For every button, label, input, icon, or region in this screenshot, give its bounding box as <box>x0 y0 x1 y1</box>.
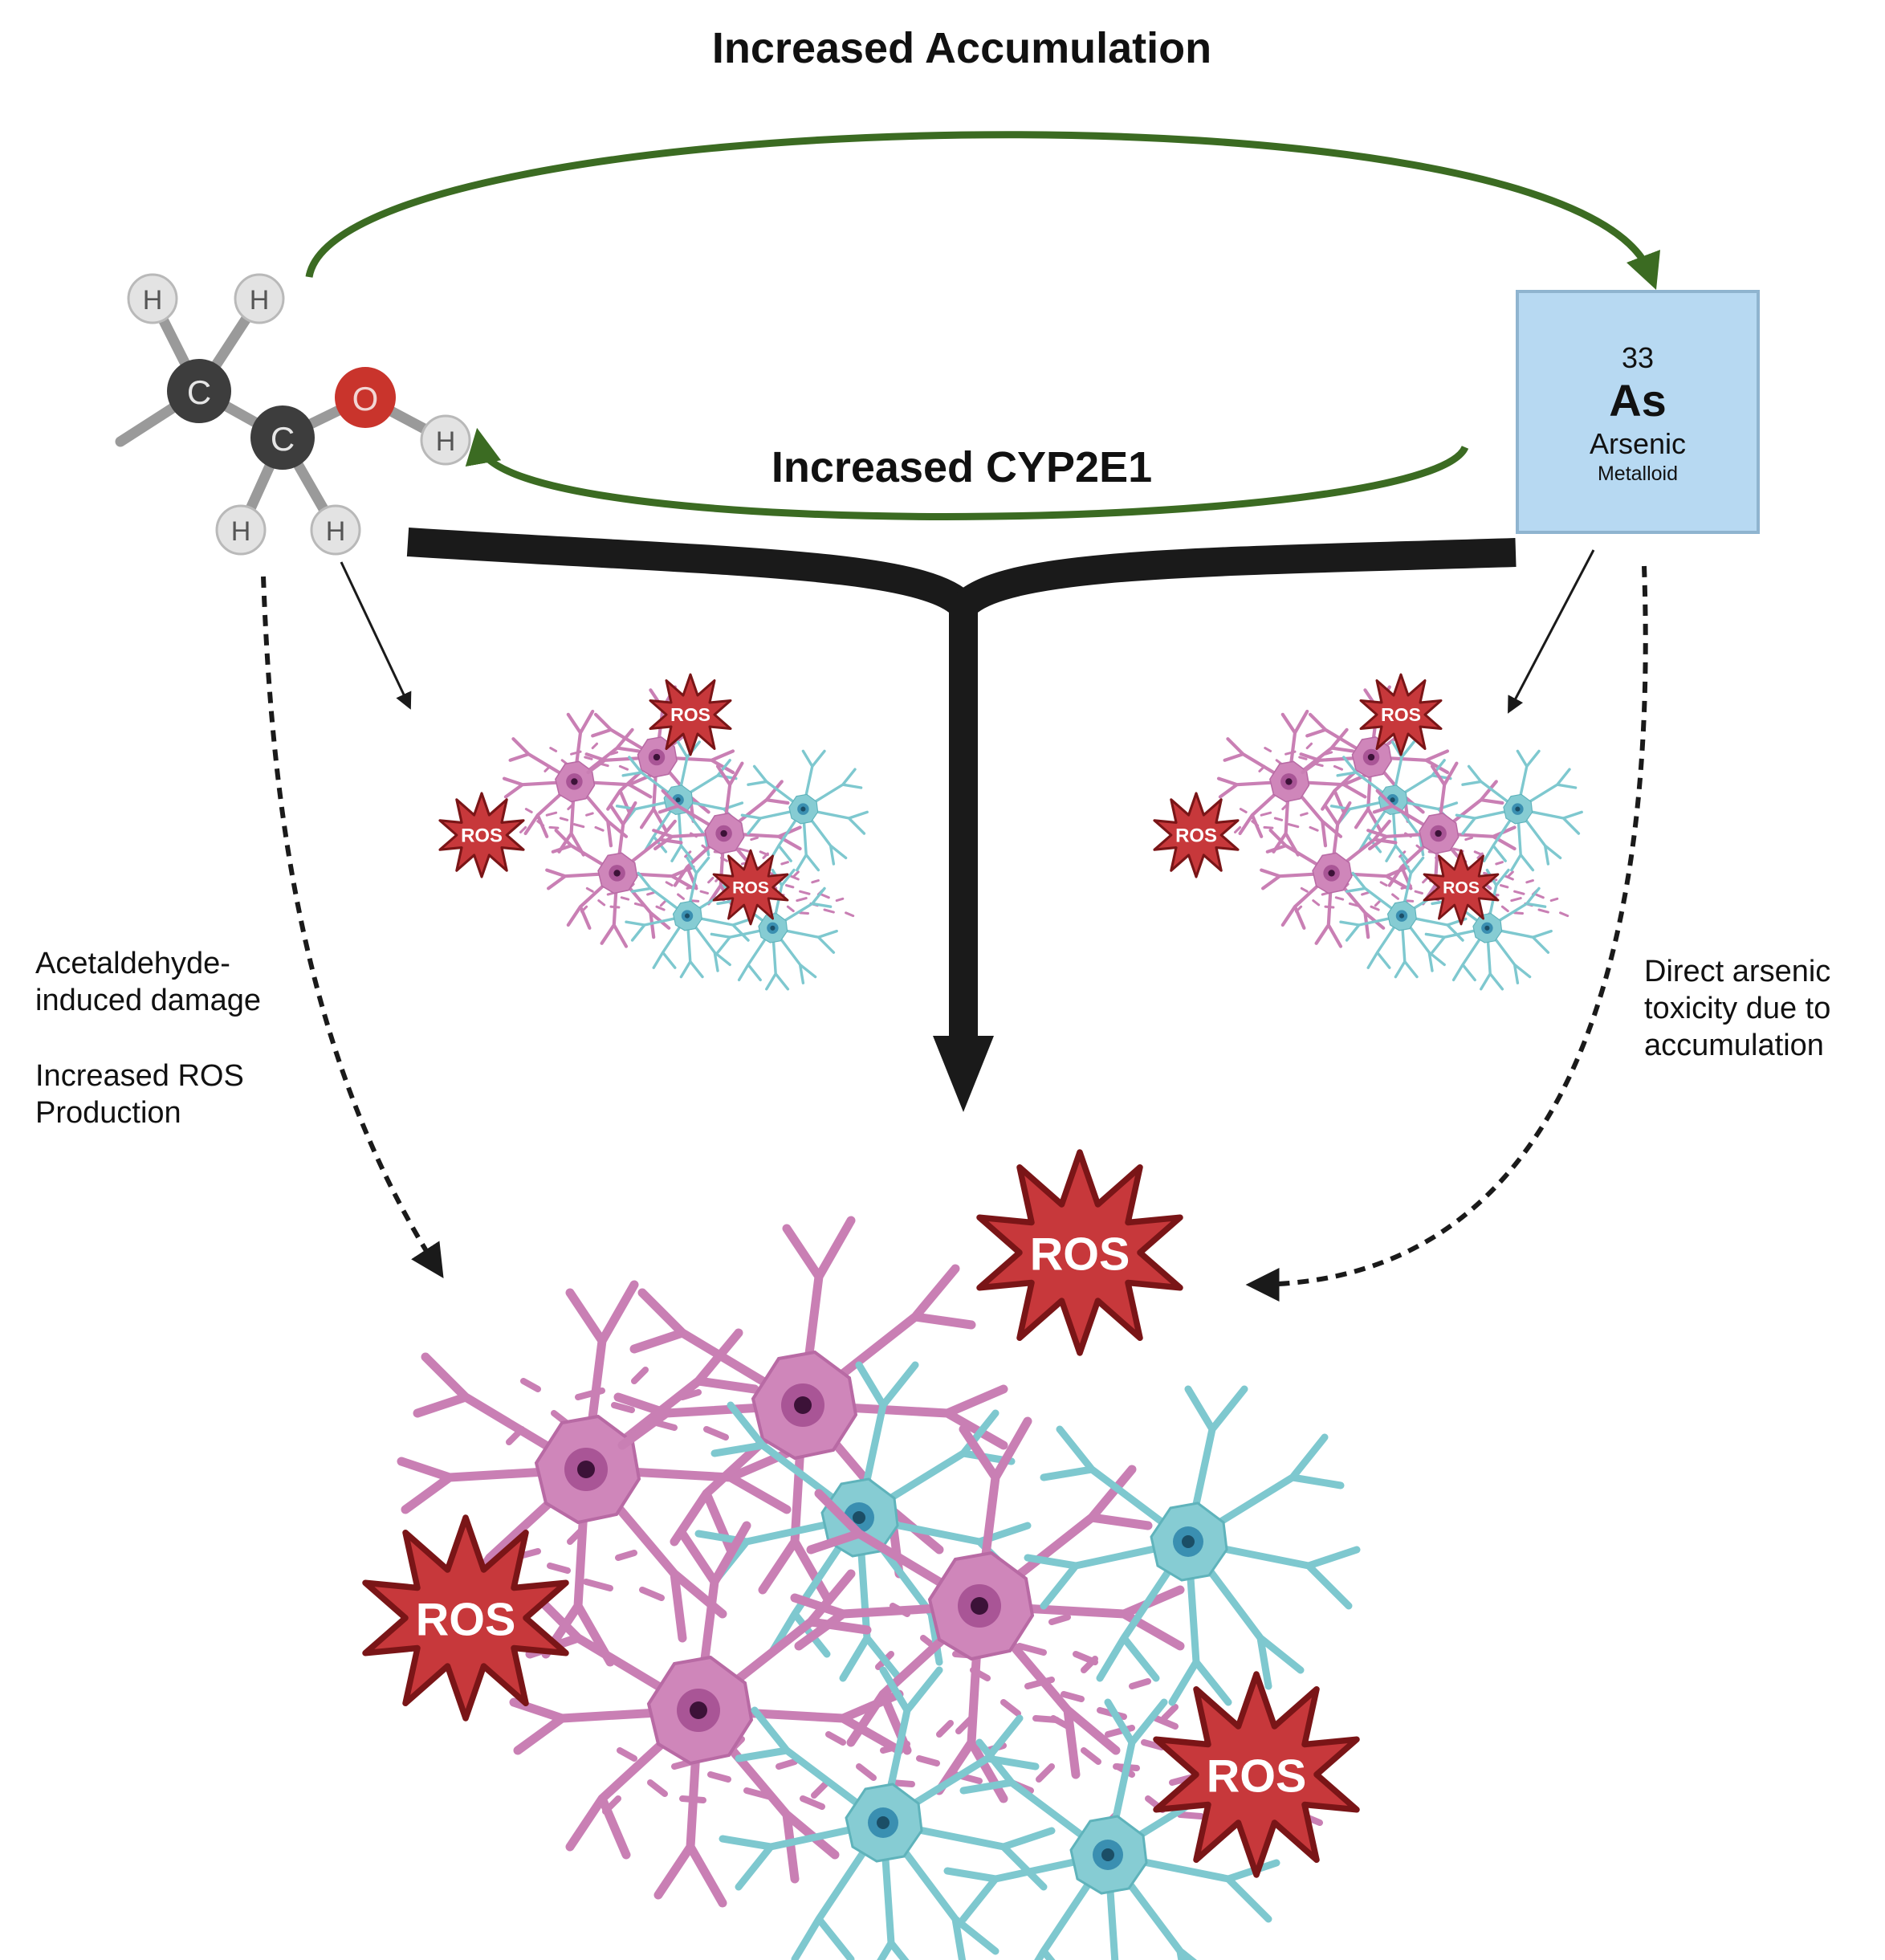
acetaldehyde-damage-note: Acetaldehyde- induced damage Increased R… <box>35 947 270 1130</box>
carbon-atom: C <box>167 359 231 423</box>
svg-text:ROS: ROS <box>1443 878 1480 897</box>
element-category: Metalloid <box>1598 462 1678 485</box>
element-name: Arsenic <box>1590 427 1686 460</box>
svg-text:ROS: ROS <box>1381 704 1421 725</box>
atomic-number: 33 <box>1622 341 1654 374</box>
increased-accumulation-arrow <box>305 131 1660 290</box>
carbon-atom: C <box>250 405 315 470</box>
increased-cyp2e1-arrow <box>465 427 1469 520</box>
svg-text:H: H <box>436 426 456 457</box>
hydrogen-atom: H <box>310 504 361 556</box>
svg-text:H: H <box>143 285 163 316</box>
svg-text:O: O <box>352 380 379 418</box>
ros-burst: ROS <box>712 849 789 926</box>
svg-text:H: H <box>250 285 270 316</box>
hydrogen-atom: H <box>215 504 267 556</box>
svg-text:ROS: ROS <box>1207 1750 1307 1802</box>
svg-text:ROS: ROS <box>670 704 710 725</box>
increased-cyp2e1-label: Increased CYP2E1 <box>772 443 1152 491</box>
arsenic-toxicity-dashed-arrow <box>1245 565 1648 1302</box>
ethanol-molecule: H H C C O H H H <box>115 273 471 556</box>
svg-text:C: C <box>271 420 295 458</box>
ros-burst-large: ROS <box>979 1152 1180 1353</box>
combined-effect-arrow <box>406 528 1517 1112</box>
arsenic-toxicity-note: Direct arsenic toxicity due to accumulat… <box>1644 955 1839 1062</box>
svg-text:ROS: ROS <box>1030 1229 1130 1280</box>
arsenic-element-tile: 33 As Arsenic Metalloid <box>1516 290 1760 534</box>
ros-burst-large: ROS <box>1156 1674 1357 1875</box>
hydrogen-atom: H <box>127 273 178 324</box>
oxygen-atom: O <box>335 367 396 428</box>
svg-text:H: H <box>231 516 251 547</box>
svg-text:ROS: ROS <box>732 878 769 897</box>
svg-text:ROS: ROS <box>461 825 503 846</box>
ros-burst: ROS <box>649 673 732 756</box>
svg-text:C: C <box>187 373 211 411</box>
acetaldehyde-damage-dashed-arrow <box>261 576 444 1279</box>
svg-text:ROS: ROS <box>416 1594 516 1645</box>
ros-burst: ROS <box>438 792 525 878</box>
ros-burst: ROS <box>1423 849 1500 926</box>
element-symbol: As <box>1609 375 1667 426</box>
ros-burst: ROS <box>1359 673 1443 756</box>
ethanol-to-cells-arrow <box>340 561 412 710</box>
increased-accumulation-label: Increased Accumulation <box>712 24 1211 72</box>
ros-burst: ROS <box>1153 792 1240 878</box>
ros-burst-large: ROS <box>365 1518 566 1718</box>
hydrogen-atom: H <box>420 414 471 466</box>
arsenic-to-cells-arrow <box>1508 549 1595 714</box>
svg-text:ROS: ROS <box>1175 825 1217 846</box>
hydrogen-atom: H <box>234 273 285 324</box>
svg-text:H: H <box>326 516 346 547</box>
